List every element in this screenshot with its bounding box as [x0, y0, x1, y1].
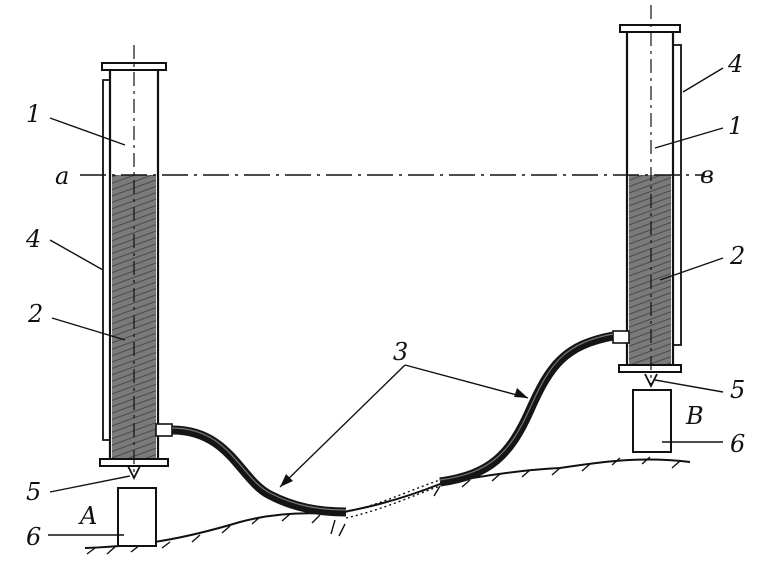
right-hose — [439, 331, 614, 487]
label-level-b: в — [700, 161, 714, 189]
right-pointer — [644, 373, 658, 389]
hose-hidden-section — [345, 479, 441, 513]
label-1-right: 1 — [728, 112, 743, 140]
ground-line — [84, 458, 691, 549]
left-pointer — [127, 465, 141, 481]
right-support-block — [632, 389, 672, 453]
leader-5-left — [49, 475, 131, 493]
label-2-left: 2 — [27, 300, 43, 328]
label-point-B: B — [685, 402, 704, 430]
leader-2-left — [51, 317, 126, 341]
right-hose-highlight — [439, 333, 614, 481]
ground-hatching — [86, 456, 681, 555]
label-5-left: 5 — [26, 478, 41, 506]
left-hose-fitting — [155, 423, 173, 437]
right-vessel — [612, 5, 682, 453]
leader-1-right — [654, 127, 724, 149]
label-4-left: 4 — [25, 225, 41, 253]
right-scale-bracket — [673, 44, 682, 346]
right-top-flange — [619, 24, 681, 33]
hose-hidden-section-2 — [345, 485, 441, 519]
left-scale-bracket — [102, 79, 110, 441]
label-6-left: 6 — [26, 523, 41, 551]
label-5-right: 5 — [730, 376, 745, 404]
arrowhead-3-a — [280, 474, 293, 487]
right-bottom-flange — [618, 364, 682, 373]
left-vessel — [99, 45, 173, 547]
leader-3-a — [279, 364, 406, 488]
label-2-right: 2 — [729, 242, 745, 270]
label-3: 3 — [393, 338, 408, 366]
right-liquid — [629, 175, 671, 365]
label-4-right: 4 — [727, 50, 743, 78]
left-hose-highlight — [171, 427, 347, 511]
label-1-left: 1 — [26, 100, 41, 128]
left-hose — [171, 425, 347, 517]
left-support-block — [117, 487, 157, 547]
leader-3-b — [404, 364, 529, 399]
label-level-a: a — [55, 162, 69, 190]
leader-4-left — [49, 239, 104, 271]
leader-lines — [48, 67, 724, 536]
leader-2-right — [659, 257, 724, 281]
label-6-right: 6 — [730, 430, 745, 458]
arrowhead-3-b — [514, 388, 528, 398]
leader-4-right — [682, 67, 724, 93]
leader-1-left — [49, 117, 126, 146]
right-hose-fitting — [612, 330, 630, 344]
leader-5-right — [654, 379, 724, 393]
label-point-A: A — [78, 502, 97, 530]
